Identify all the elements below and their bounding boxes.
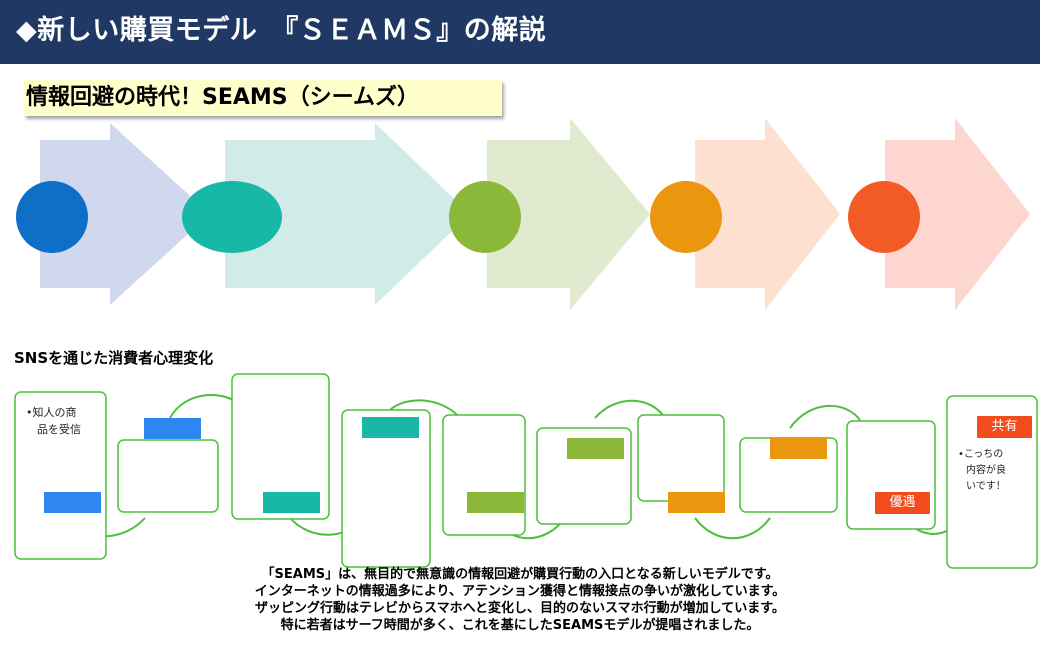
header-bar: ◆新しい購買モデル 『ＳＥＡＭＳ』の解説	[0, 0, 1040, 64]
card-1	[14, 391, 107, 560]
flow-arrow-2	[225, 123, 470, 305]
tag-blue-2	[144, 418, 201, 439]
tag-green-2	[567, 438, 624, 459]
card-4	[341, 409, 431, 568]
subtitle-banner: 情報回避の時代！SEAMS（シームズ）	[24, 80, 502, 116]
last-card-text: •こっちの 内容が良 いです！	[958, 449, 1006, 492]
card-journey	[14, 373, 1038, 569]
flow-arrow-4	[695, 118, 840, 310]
description-line-2: インターネットの情報過多により、アテンション獲得と情報接点の争いが激化しています…	[254, 584, 786, 599]
flow-circle-1	[16, 181, 88, 253]
tag-teal-2	[362, 417, 419, 438]
card-1-text: •知人の商 品を受信	[26, 406, 81, 436]
connector-arc-7	[594, 399, 666, 419]
tag-teal-1	[263, 492, 320, 513]
flow-circle-4	[650, 181, 722, 253]
page-title: ◆新しい購買モデル 『ＳＥＡＭＳ』の解説	[16, 15, 547, 46]
card-3	[231, 373, 330, 520]
flow-arrow-1	[40, 123, 210, 305]
flow-arrow-5	[885, 118, 1030, 310]
connector-arc-9	[789, 405, 861, 429]
process-flow	[16, 118, 1030, 310]
description: 「SEAMS」は、無目的で無意識の情報回避が購買行動の入口となる新しいモデルです…	[150, 566, 890, 634]
tag-orange-2	[770, 438, 827, 459]
tag-green-1	[467, 492, 524, 513]
description-line-1: 「SEAMS」は、無目的で無意識の情報回避が購買行動の入口となる新しいモデルです…	[261, 567, 779, 582]
flow-circle-2	[182, 181, 282, 253]
connector-arc-2	[169, 394, 241, 419]
tag-share: 共有	[977, 416, 1032, 438]
flow-circle-5	[848, 181, 920, 253]
card-5	[442, 414, 526, 536]
description-line-4: 特に若者はサーフ時間が多く、これを基にしたSEAMSモデルが提唱されました。	[280, 618, 760, 633]
description-line-3: ザッピング行動はテレビからスマホへと変化し、目的のないスマホ行動が増加しています…	[255, 601, 785, 616]
card-10	[946, 395, 1038, 569]
card-2	[117, 439, 219, 513]
connector-arc-8	[694, 517, 771, 540]
flow-circle-3	[449, 181, 521, 253]
section-label: SNSを通じた消費者心理変化	[14, 349, 214, 367]
card-7	[637, 414, 725, 502]
tag-orange-1	[668, 492, 725, 513]
tag-encounter: 優遇	[875, 492, 930, 514]
flow-arrow-3	[487, 118, 650, 310]
tag-blue-1	[44, 492, 101, 513]
